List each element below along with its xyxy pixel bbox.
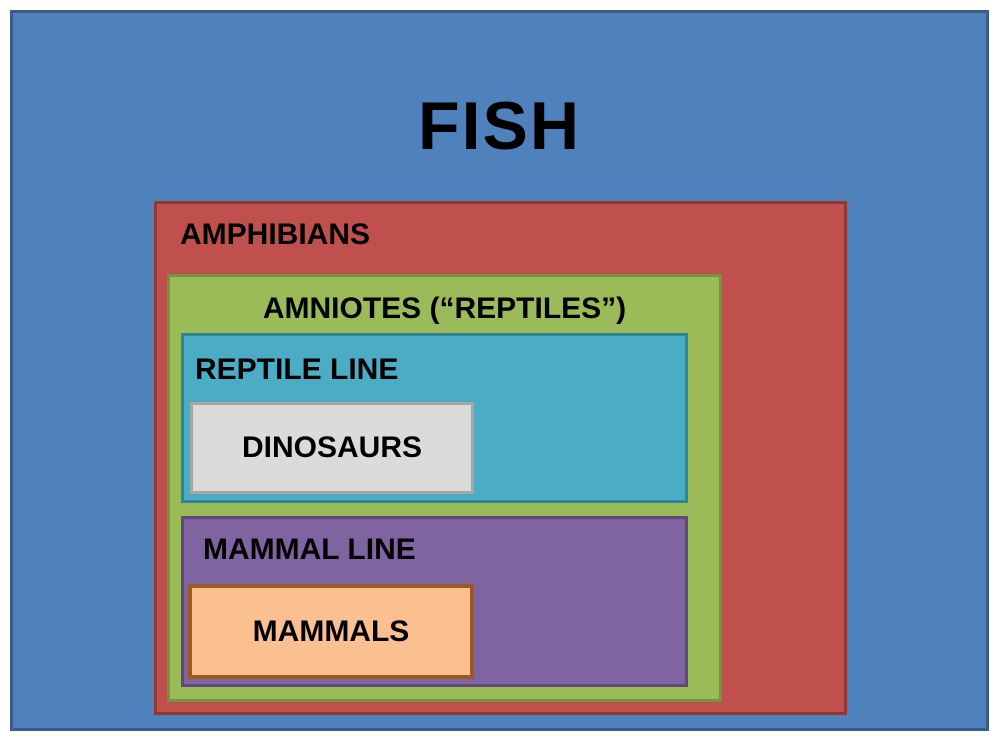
reptile-line-label: REPTILE LINE [195,353,399,386]
mammals-label: MAMMALS [252,614,410,648]
dinosaurs-box: DINOSAURS [190,402,474,494]
fish-box: FISH AMPHIBIANS AMNIOTES (“REPTILES”) RE… [10,10,989,731]
amniotes-label: AMNIOTES (“REPTILES”) [262,292,627,325]
fish-label: FISH [418,88,581,164]
mammal-line-box: MAMMAL LINE MAMMALS [181,516,688,687]
amphibians-box: AMPHIBIANS AMNIOTES (“REPTILES”) REPTILE… [154,201,847,715]
mammal-line-label: MAMMAL LINE [203,533,416,566]
mammals-box: MAMMALS [188,584,474,679]
amphibians-label: AMPHIBIANS [180,218,371,251]
reptile-line-box: REPTILE LINE DINOSAURS [181,333,688,503]
dinosaurs-label: DINOSAURS [241,431,422,464]
amniotes-box: AMNIOTES (“REPTILES”) REPTILE LINE DINOS… [167,274,722,702]
